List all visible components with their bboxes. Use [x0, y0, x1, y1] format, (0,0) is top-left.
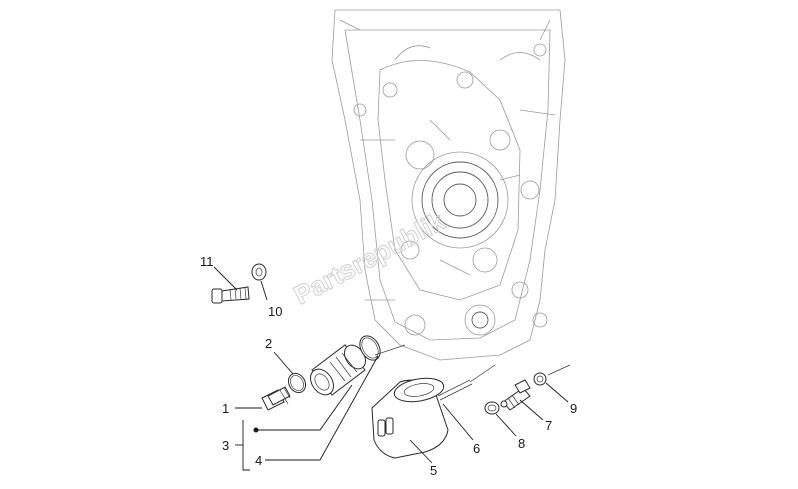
leader-2 [273, 351, 294, 375]
sealing-ring-part [533, 372, 547, 386]
leader-3-to-part [255, 384, 353, 431]
callout-3: 3 [222, 438, 229, 453]
bracket-3 [242, 420, 250, 471]
sensor-part [500, 379, 531, 411]
leader-9 [545, 382, 569, 403]
leader-8 [495, 413, 517, 437]
washer-part [251, 263, 267, 281]
callout-7: 7 [545, 418, 552, 433]
assembly-line [374, 344, 406, 356]
filter-screen-part [310, 344, 366, 396]
bracket-dot [253, 427, 259, 433]
assembly-line [547, 364, 571, 376]
o-ring-large-part [359, 335, 381, 361]
leader-11 [213, 266, 238, 291]
leader-6 [442, 403, 474, 441]
leader-4 [265, 355, 379, 461]
assembly-line [469, 364, 496, 383]
callout-11: 11 [200, 254, 214, 269]
oil-filter-part [371, 377, 449, 459]
bolt-part [211, 286, 250, 304]
callout-1: 1 [222, 401, 229, 416]
drain-plug-part [261, 386, 291, 411]
callout-2: 2 [265, 336, 272, 351]
leader-lines [213, 266, 569, 471]
leader-10 [260, 280, 268, 301]
o-ring-small-part [287, 372, 307, 394]
stud-part [437, 379, 473, 401]
callout-4: 4 [255, 453, 262, 468]
engine-crankcase [331, 9, 566, 361]
callout-9: 9 [570, 401, 577, 416]
leader-7 [519, 399, 544, 421]
callout-10: 10 [268, 304, 282, 319]
watermark-text: Partsrepublik [289, 206, 450, 311]
callout-6: 6 [473, 441, 480, 456]
callout-8: 8 [518, 436, 525, 451]
leader-5 [409, 439, 433, 464]
clip-part [484, 401, 500, 415]
callout-5: 5 [430, 463, 437, 478]
